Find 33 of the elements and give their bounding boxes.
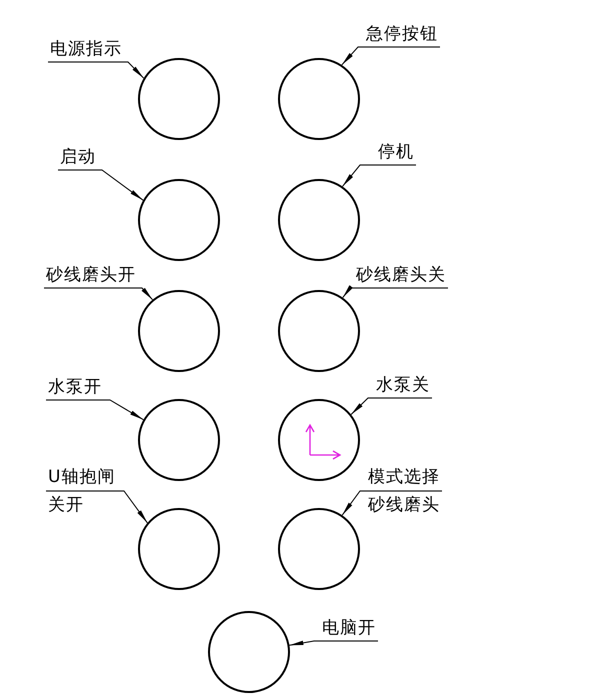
button-circle xyxy=(138,290,220,372)
leader-line xyxy=(342,164,416,187)
callout-label: 模式选择砂线磨头 xyxy=(360,463,442,519)
callout-label: 电脑开 xyxy=(314,616,378,641)
button-circle xyxy=(278,58,360,140)
callout-label: 水泵关 xyxy=(368,373,432,398)
callout-label: 电源指示 xyxy=(48,37,128,62)
callout-label: 砂线磨头开 xyxy=(44,263,142,288)
leader-line xyxy=(350,398,432,415)
button-circle xyxy=(138,399,220,481)
callout-label: 启动 xyxy=(58,145,102,170)
leader-line xyxy=(48,62,144,79)
leader-line xyxy=(342,490,442,516)
button-circle xyxy=(208,611,290,693)
button-circle xyxy=(278,179,360,261)
leader-line xyxy=(46,400,144,420)
button-circle xyxy=(138,58,220,140)
callout-label: 急停按钮 xyxy=(358,22,440,47)
leader-line xyxy=(44,288,153,300)
callout-label: 砂线磨头关 xyxy=(350,263,448,288)
callout-label: U轴抱闸关开 xyxy=(46,463,124,519)
callout-label: 停机 xyxy=(360,140,416,165)
button-circle xyxy=(278,399,360,481)
button-circle xyxy=(278,508,360,590)
button-circle xyxy=(278,290,360,372)
button-circle xyxy=(138,508,220,590)
leader-line xyxy=(342,285,448,298)
leader-line xyxy=(288,640,378,646)
button-circle xyxy=(138,179,220,261)
leader-line xyxy=(341,46,440,66)
callout-label: 水泵开 xyxy=(46,375,110,400)
leader-line xyxy=(58,170,144,201)
leader-line xyxy=(46,490,148,524)
